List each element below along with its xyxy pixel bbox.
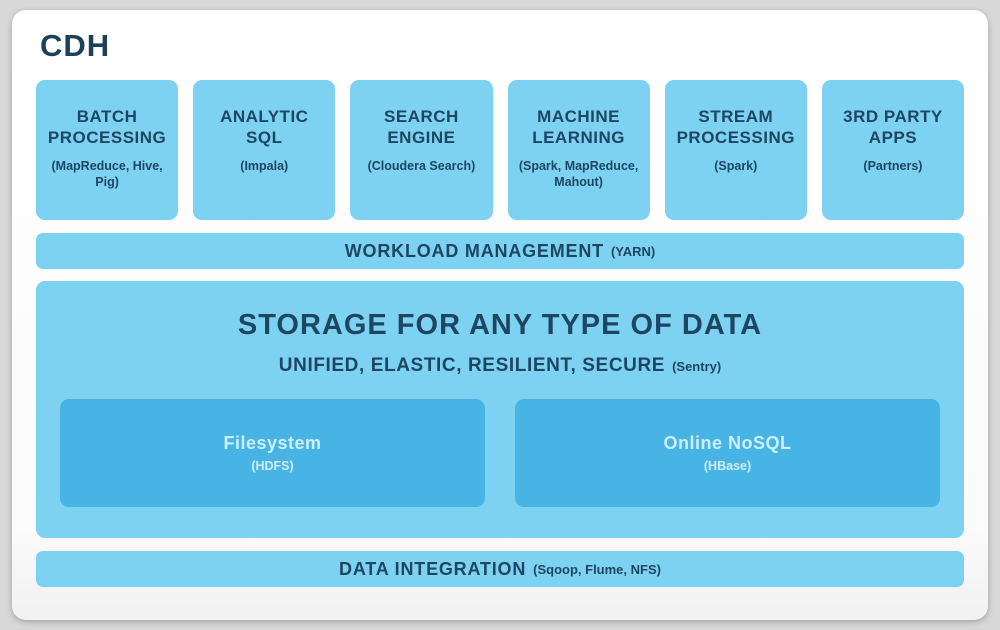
inner-box-subtitle: (HBase) (703, 459, 752, 473)
box-subtitle: (Spark, MapReduce, Mahout) (518, 158, 639, 190)
box-3rd-party-apps: 3RD PARTY APPS (Partners) (821, 80, 965, 220)
data-integration-label: DATA INTEGRATION (339, 558, 527, 579)
box-title: 3RD PARTY APPS (843, 107, 943, 148)
inner-box-subtitle: (HDFS) (251, 459, 294, 473)
box-subtitle: (Cloudera Search) (367, 158, 476, 173)
workload-management-label: WORKLOAD MANAGEMENT (344, 240, 604, 261)
box-title: MACHINE LEARNING (532, 107, 625, 148)
storage-subtitle: UNIFIED, ELASTIC, RESILIENT, SECURE (278, 355, 666, 376)
storage-subtitle-sub: (Sentry) (672, 359, 722, 374)
inner-box-title: Filesystem (223, 433, 322, 453)
storage-title: STORAGE FOR ANY TYPE OF DATA (237, 309, 763, 341)
box-subtitle: (Impala) (240, 158, 289, 173)
workload-management-bar: WORKLOAD MANAGEMENT (YARN) (36, 233, 964, 269)
box-subtitle: (Spark) (714, 158, 758, 173)
cdh-diagram-card: CDH BATCH PROCESSING (MapReduce, Hive, P… (12, 10, 988, 620)
box-filesystem: Filesystem (HDFS) (60, 399, 485, 507)
box-subtitle: (Partners) (863, 158, 923, 173)
storage-section: STORAGE FOR ANY TYPE OF DATA UNIFIED, EL… (36, 281, 964, 538)
box-batch-processing: BATCH PROCESSING (MapReduce, Hive, Pig) (36, 80, 179, 220)
box-title: STREAM PROCESSING (676, 107, 795, 148)
inner-box-title: Online NoSQL (663, 433, 792, 453)
diagram-title: CDH (40, 28, 111, 63)
storage-boxes-row: Filesystem (HDFS) Online NoSQL (HBase) (60, 399, 940, 507)
box-title: SEARCH ENGINE (384, 107, 459, 148)
box-stream-processing: STREAM PROCESSING (Spark) (664, 80, 807, 220)
box-machine-learning: MACHINE LEARNING (Spark, MapReduce, Maho… (507, 80, 650, 220)
data-integration-bar: DATA INTEGRATION (Sqoop, Flume, NFS) (36, 551, 964, 587)
box-subtitle: (MapReduce, Hive, Pig) (51, 158, 163, 190)
data-integration-sub: (Sqoop, Flume, NFS) (533, 561, 661, 577)
box-title: BATCH PROCESSING (47, 107, 167, 148)
box-title: ANALYTIC SQL (220, 107, 309, 148)
storage-subtitle-line: UNIFIED, ELASTIC, RESILIENT, SECURE (Sen… (60, 355, 940, 377)
workload-management-sub: (YARN) (610, 243, 656, 259)
box-analytic-sql: ANALYTIC SQL (Impala) (193, 80, 336, 220)
box-online-nosql: Online NoSQL (HBase) (515, 399, 940, 507)
processing-engines-row: BATCH PROCESSING (MapReduce, Hive, Pig) … (36, 80, 965, 220)
box-search-engine: SEARCH ENGINE (Cloudera Search) (350, 80, 493, 220)
